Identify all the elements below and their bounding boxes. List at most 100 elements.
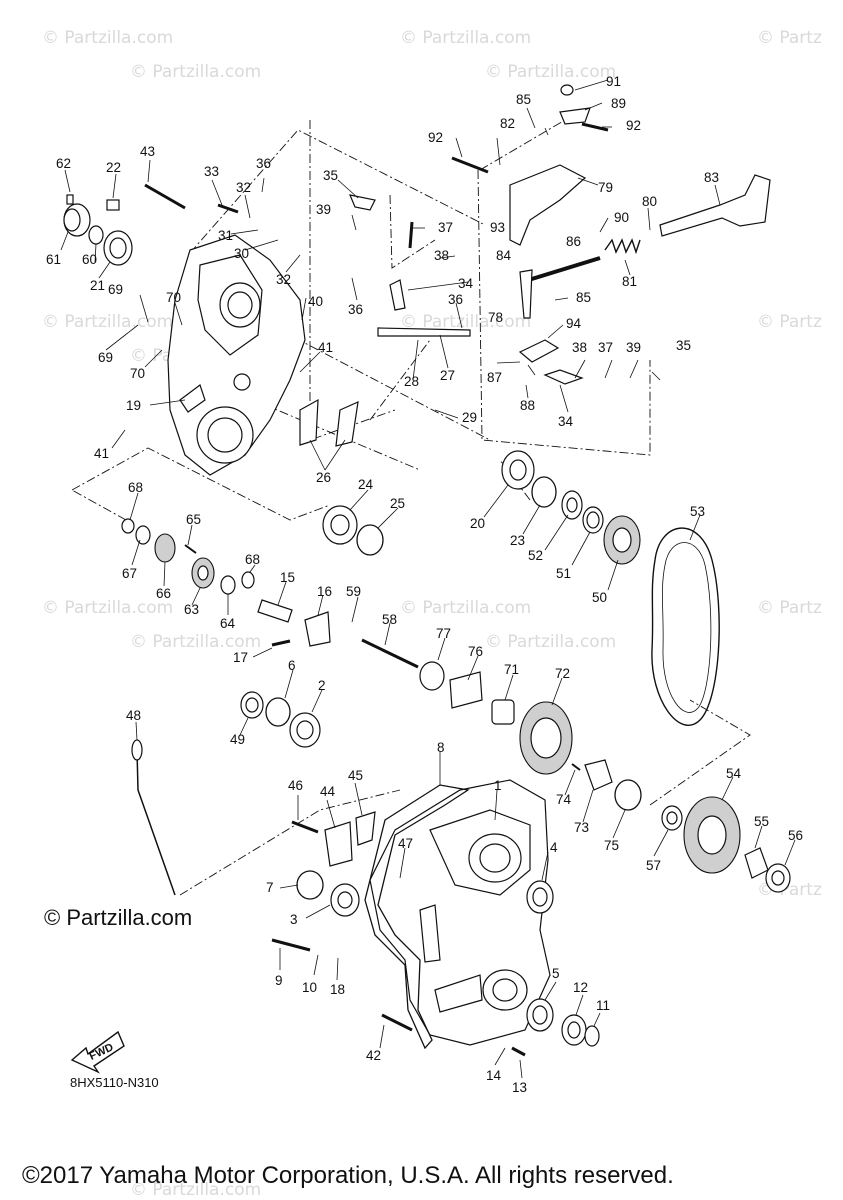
callout-label: 29: [462, 410, 477, 425]
callout-label: 73: [574, 820, 589, 835]
callout-label: 65: [186, 512, 201, 527]
callout-label: 70: [166, 290, 181, 305]
callout-label: 91: [606, 74, 621, 89]
callout-label: 46: [288, 778, 303, 793]
callout-label: 88: [520, 398, 535, 413]
callout-label: 8: [437, 740, 445, 755]
callout-label: 11: [596, 998, 610, 1013]
callout-label: 58: [382, 612, 397, 627]
watermark: © Partz: [757, 28, 822, 48]
callout-label: 34: [558, 414, 574, 429]
callout-label: 48: [126, 708, 141, 723]
watermark: © Partz: [757, 312, 822, 332]
chaincase-cover-19: [167, 234, 306, 476]
callout-label: 15: [280, 570, 295, 585]
callout-label: 45: [348, 768, 363, 783]
callout-label: 32: [276, 272, 291, 287]
watermark: © Partzilla.com: [485, 632, 617, 652]
callout-label: 38: [572, 340, 587, 355]
callout-label: 64: [220, 616, 236, 631]
callout-label: 41: [94, 446, 109, 461]
callout-label: 85: [516, 92, 531, 107]
callout-label: 26: [316, 470, 331, 485]
callout-label: 13: [512, 1080, 527, 1095]
brand-watermark: © Partzilla.com: [44, 905, 193, 930]
callout-label: 25: [390, 496, 405, 511]
callout-label: 36: [256, 156, 271, 171]
watermark: © Partzilla.com: [130, 1180, 262, 1200]
callout-label: 40: [308, 294, 323, 309]
callout-label: 51: [556, 566, 571, 581]
callout-label: 39: [316, 202, 331, 217]
callout-label: 36: [448, 292, 463, 307]
watermark: © Partzilla.com: [42, 598, 174, 618]
callout-label: 18: [330, 982, 345, 997]
callout-label: 75: [604, 838, 619, 853]
callout-label: 76: [468, 644, 483, 659]
callout-label: 21: [90, 278, 105, 293]
callout-label: 61: [46, 252, 61, 267]
callout-label: 92: [626, 118, 641, 133]
callout-label: 81: [622, 274, 637, 289]
callout-label: 37: [438, 220, 453, 235]
callout-label: 39: [626, 340, 641, 355]
callout-label: 50: [592, 590, 607, 605]
callout-label: 12: [573, 980, 588, 995]
callout-label: 35: [676, 338, 691, 353]
callout-label: 41: [318, 340, 333, 355]
copyright-notice: ©2017 Yamaha Motor Corporation, U.S.A. A…: [22, 1162, 674, 1189]
callout-label: 68: [245, 552, 260, 567]
callout-label: 1: [494, 778, 502, 793]
callout-label: 6: [288, 658, 296, 673]
callout-label: 53: [690, 504, 705, 519]
callout-label: 69: [108, 282, 123, 297]
callout-label: 79: [598, 180, 613, 195]
watermark: © Partzilla.com: [400, 312, 532, 332]
callout-label: 60: [82, 252, 97, 267]
callout-label: 3: [290, 912, 298, 927]
callout-label: 54: [726, 766, 742, 781]
callout-label: 70: [130, 366, 145, 381]
drawing-code: 8HX5110-N310: [70, 1075, 159, 1090]
callout-label: 71: [504, 662, 519, 677]
callout-label: 20: [470, 516, 485, 531]
callout-label: 2: [318, 678, 326, 693]
callout-label: 17: [233, 650, 248, 665]
callout-label: 87: [487, 370, 502, 385]
callout-label: 86: [566, 234, 581, 249]
callout-label: 22: [106, 160, 121, 175]
callout-label: 68: [128, 480, 143, 495]
gasket-8: [364, 784, 470, 1050]
callout-label: 36: [348, 302, 363, 317]
callout-label: 37: [598, 340, 613, 355]
watermark: © Partzilla.com: [485, 62, 617, 82]
callout-label: 16: [317, 584, 332, 599]
watermark: © Partzilla.com: [400, 598, 532, 618]
callout-label: 47: [398, 836, 413, 851]
watermark: © Partz: [757, 598, 822, 618]
callout-label: 83: [704, 170, 719, 185]
callout-label: 62: [56, 156, 71, 171]
callout-label: 4: [550, 840, 558, 855]
callout-label: 32: [236, 180, 251, 195]
callout-label: 89: [611, 96, 626, 111]
callout-label: 43: [140, 144, 155, 159]
hardware: [66, 84, 771, 1057]
callout-label: 69: [98, 350, 113, 365]
callout-label: 90: [614, 210, 629, 225]
callout-label: 35: [323, 168, 338, 183]
callout-label: 7: [266, 880, 274, 895]
callout-label: 92: [428, 130, 443, 145]
callout-label: 57: [646, 858, 661, 873]
callout-label: 72: [555, 666, 570, 681]
bearings: [63, 203, 791, 1047]
callout-label: 19: [126, 398, 141, 413]
callout-label: 67: [122, 566, 137, 581]
callout-label: 77: [436, 626, 451, 641]
callout-label: 14: [486, 1068, 502, 1083]
callout-labels: 1 2 3 4 5 6 7 8 9 10 11 12 13 14 15 16 1…: [46, 74, 803, 1095]
callout-label: 31: [218, 228, 233, 243]
callout-label: 85: [576, 290, 591, 305]
